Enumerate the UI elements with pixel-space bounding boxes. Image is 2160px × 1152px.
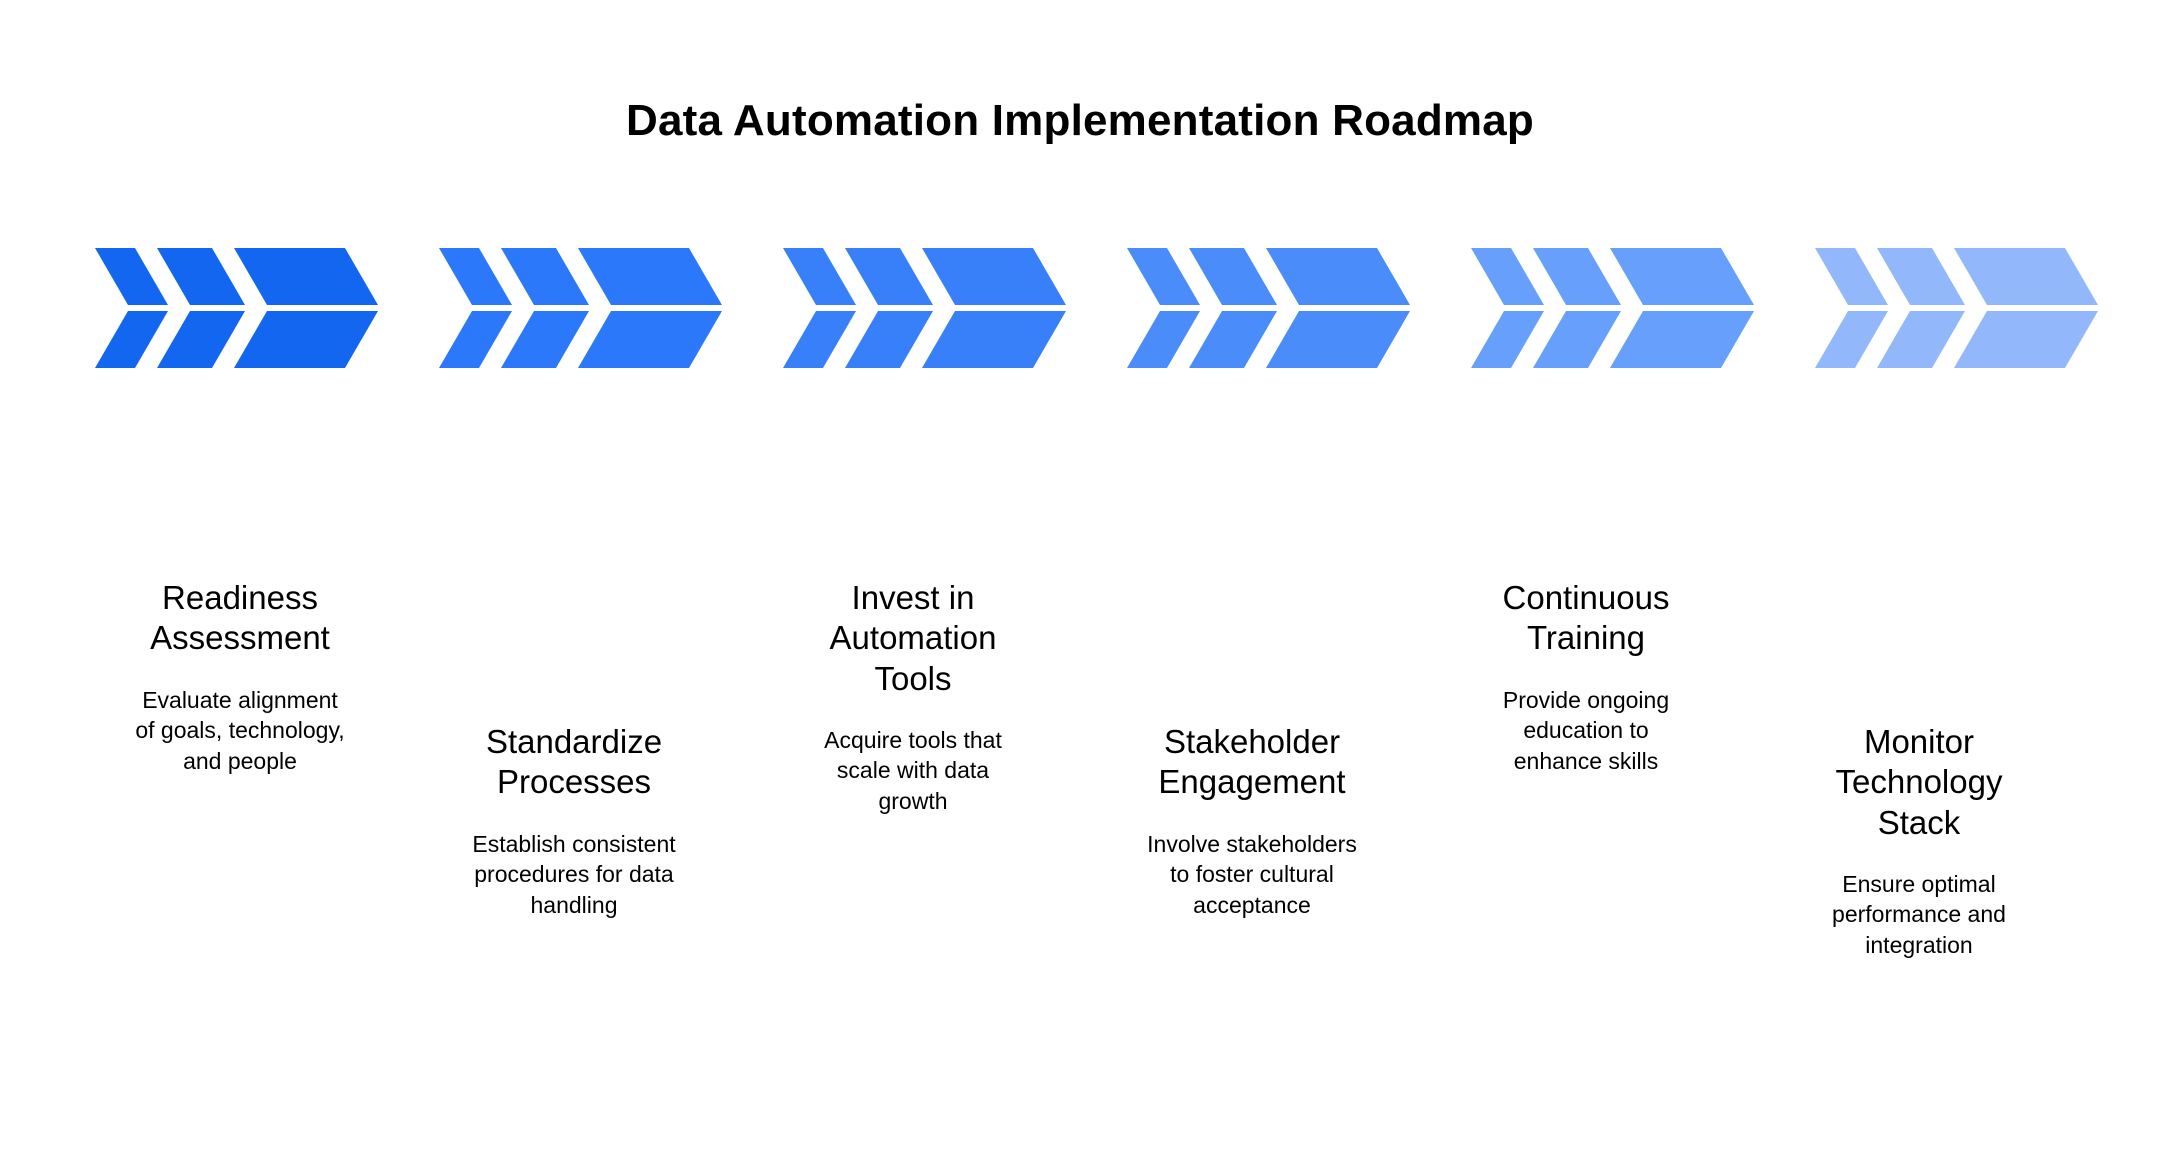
step-title-2: Standardize Processes — [485, 723, 663, 801]
step-caption-5: Continuous Training Provide ongoing educ… — [1436, 578, 1736, 776]
chevron-band — [0, 248, 2160, 368]
step-description-4: Involve stakeholders to foster cultural … — [1147, 830, 1357, 918]
chevron-group-step-6 — [1815, 248, 2105, 368]
chevron-group-step-4 — [1127, 248, 1417, 368]
page-title: Data Automation Implementation Roadmap — [625, 96, 1535, 145]
triple-chevron-right-icon — [439, 248, 722, 368]
step-title-3: Invest in Automation Tools — [829, 579, 997, 697]
step-description-6: Ensure optimal performance and integrati… — [1832, 870, 2006, 958]
step-title-6: Monitor Technology Stack — [1835, 723, 2003, 841]
chevron-group-step-5 — [1471, 248, 1761, 368]
chevron-group-step-3 — [783, 248, 1073, 368]
step-caption-4: Stakeholder Engagement Involve stakehold… — [1102, 722, 1402, 920]
triple-chevron-right-icon — [1127, 248, 1410, 368]
triple-chevron-right-icon — [95, 248, 378, 368]
triple-chevron-right-icon — [1815, 248, 2098, 368]
step-title-1: Readiness Assessment — [150, 579, 330, 657]
triple-chevron-right-icon — [783, 248, 1066, 368]
step-caption-1: Readiness Assessment Evaluate alignment … — [90, 578, 390, 776]
step-title-4: Stakeholder Engagement — [1158, 723, 1346, 801]
step-description-2: Establish consistent procedures for data… — [472, 830, 676, 918]
step-description-3: Acquire tools that scale with data growt… — [824, 726, 1002, 814]
step-description-1: Evaluate alignment of goals, technology,… — [135, 686, 345, 774]
triple-chevron-right-icon — [1471, 248, 1754, 368]
step-caption-2: Standardize Processes Establish consiste… — [424, 722, 724, 920]
step-caption-3: Invest in Automation Tools Acquire tools… — [763, 578, 1063, 816]
step-title-5: Continuous Training — [1502, 579, 1670, 657]
chevron-group-step-1 — [95, 248, 385, 368]
chevron-group-step-2 — [439, 248, 729, 368]
step-description-5: Provide ongoing education to enhance ski… — [1502, 686, 1670, 774]
step-caption-6: Monitor Technology Stack Ensure optimal … — [1769, 722, 2069, 960]
